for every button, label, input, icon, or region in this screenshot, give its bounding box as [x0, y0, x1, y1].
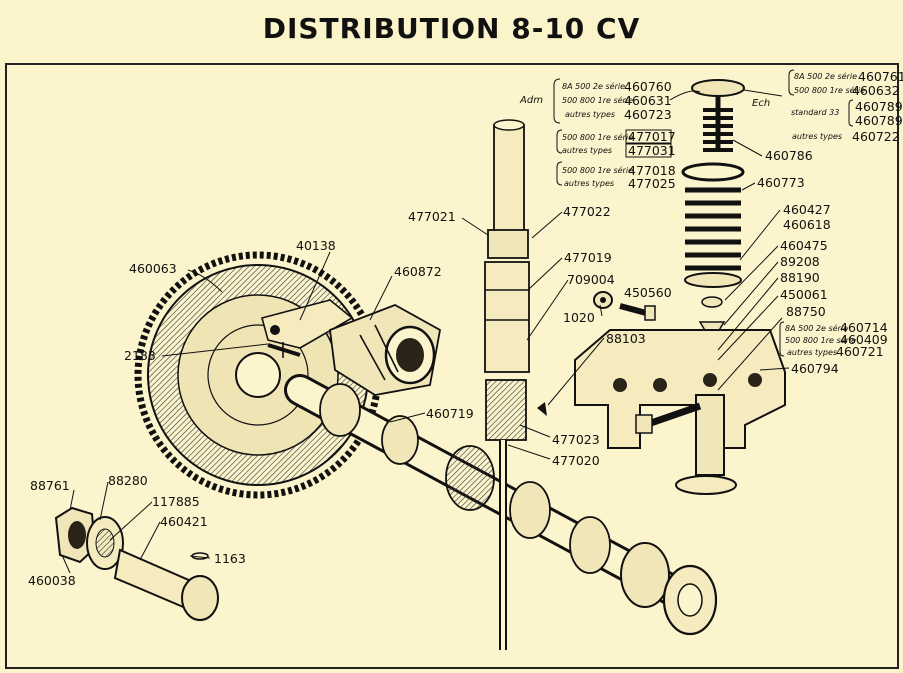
label-88190: 88190: [780, 270, 820, 285]
exhaust-variant-table: Ech 8A 500 2e série 460761 500 800 1re s…: [752, 69, 903, 144]
tappet-row-3-desc: autres types: [787, 348, 837, 357]
exhaust-row-4-ref: 460789: [855, 113, 903, 128]
exhaust-row-1-desc: 8A 500 2e série: [794, 71, 857, 81]
admission-row-1-ref: 460760: [624, 79, 672, 94]
valve-spring-upper: [703, 108, 733, 152]
label-88761: 88761: [30, 478, 70, 493]
bolt-2183: [267, 342, 301, 358]
shaft1-row-2-ref: 477031: [628, 143, 676, 158]
label-1163: 1163: [214, 551, 246, 566]
shaft1-row-1-ref: 477017: [628, 129, 676, 144]
exhaust-row-5-ref: 460722: [852, 129, 900, 144]
tappet-row-3-ref: 460721: [836, 344, 884, 359]
tappet-row-2-ref: 460409: [840, 332, 888, 347]
label-477021: 477021: [408, 209, 456, 224]
label-460421: 460421: [160, 514, 208, 529]
label-89208: 89208: [780, 254, 820, 269]
exhaust-prefix: Ech: [752, 98, 770, 109]
label-88103: 88103: [606, 331, 646, 346]
pinion-shaft: [113, 548, 219, 621]
diagram-title: DISTRIBUTION 8-10 CV: [262, 12, 641, 45]
label-477020: 477020: [552, 453, 600, 468]
label-460475: 460475: [780, 238, 828, 253]
label-450560: 450560: [624, 285, 672, 300]
shaft2-row-2-desc: autres types: [564, 179, 614, 188]
admission-row-2-desc: 500 800 1re série: [562, 95, 633, 105]
shaft2-row-1-desc: 500 800 1re série: [562, 165, 633, 175]
shaft-variant-table-1: 500 800 1re série 477017 autres types 47…: [556, 129, 676, 158]
tappet-block: [574, 329, 786, 449]
shaft1-row-2-desc: autres types: [562, 146, 612, 155]
label-117885: 117885: [152, 494, 200, 509]
small-washer-1020: [593, 291, 613, 309]
exhaust-row-5-desc: autres types: [792, 132, 842, 141]
leader-lines: [61, 89, 790, 574]
admission-variant-table: Adm 8A 500 2e série 460760 500 800 1re s…: [519, 78, 672, 124]
part-labels: 460063 40138 460872 2183 460719 477021 4…: [28, 148, 839, 588]
label-460786: 460786: [765, 148, 813, 163]
exhaust-row-3-desc: standard 33: [791, 108, 839, 117]
tappet-row-1-desc: 8A 500 2e série: [785, 323, 848, 333]
shaft1-row-1-desc: 500 800 1re série: [562, 132, 633, 142]
exhaust-row-1-ref: 460761: [858, 69, 903, 84]
label-88750: 88750: [786, 304, 826, 319]
exhaust-row-2-ref: 460632: [852, 83, 900, 98]
label-460794: 460794: [791, 361, 839, 376]
shaft-variant-table-2: 500 800 1re série 477018 autres types 47…: [556, 161, 676, 191]
label-460038: 460038: [28, 573, 76, 588]
label-450061: 450061: [780, 287, 828, 302]
label-477022: 477022: [563, 204, 611, 219]
label-709004: 709004: [567, 272, 615, 287]
tappet-row-2-desc: 500 800 1re série: [785, 335, 856, 345]
tappet-row-1-ref: 460714: [840, 320, 888, 335]
label-460773: 460773: [757, 175, 805, 190]
label-460618: 460618: [783, 217, 831, 232]
tappet: [675, 394, 737, 495]
label-1020: 1020: [563, 310, 595, 325]
admission-row-2-ref: 460631: [624, 93, 672, 108]
tappet-bolt: [635, 402, 702, 434]
small-bolt-450560: [619, 303, 656, 321]
label-460427: 460427: [783, 202, 831, 217]
label-477019: 477019: [564, 250, 612, 265]
valve: [691, 79, 745, 150]
distributor-housing: [329, 304, 442, 396]
gear-cover-plate: [261, 299, 354, 349]
bearing-88280: [86, 516, 124, 570]
shaft2-row-2-ref: 477025: [628, 176, 676, 191]
distributor-shaft: [484, 119, 530, 650]
admission-row-3-ref: 460723: [624, 107, 672, 122]
exhaust-row-3-ref: 460789: [855, 99, 903, 114]
label-460719: 460719: [426, 406, 474, 421]
key-88103: [537, 402, 547, 416]
label-477023: 477023: [552, 432, 600, 447]
exhaust-row-2-desc: 500 800 1re série: [794, 85, 865, 95]
label-40138: 40138: [296, 238, 336, 253]
camshaft: [284, 374, 718, 636]
admission-prefix: Adm: [519, 95, 543, 106]
label-88280: 88280: [108, 473, 148, 488]
label-460872: 460872: [394, 264, 442, 279]
admission-row-3-desc: autres types: [565, 110, 615, 119]
tappet-variant-table: 8A 500 2e série 460714 500 800 1re série…: [779, 320, 888, 359]
label-460063: 460063: [129, 261, 177, 276]
label-2183: 2183: [124, 348, 156, 363]
shaft2-row-1-ref: 477018: [628, 163, 676, 178]
valve-spring-main: [681, 162, 745, 288]
admission-row-1-desc: 8A 500 2e série: [562, 81, 625, 91]
